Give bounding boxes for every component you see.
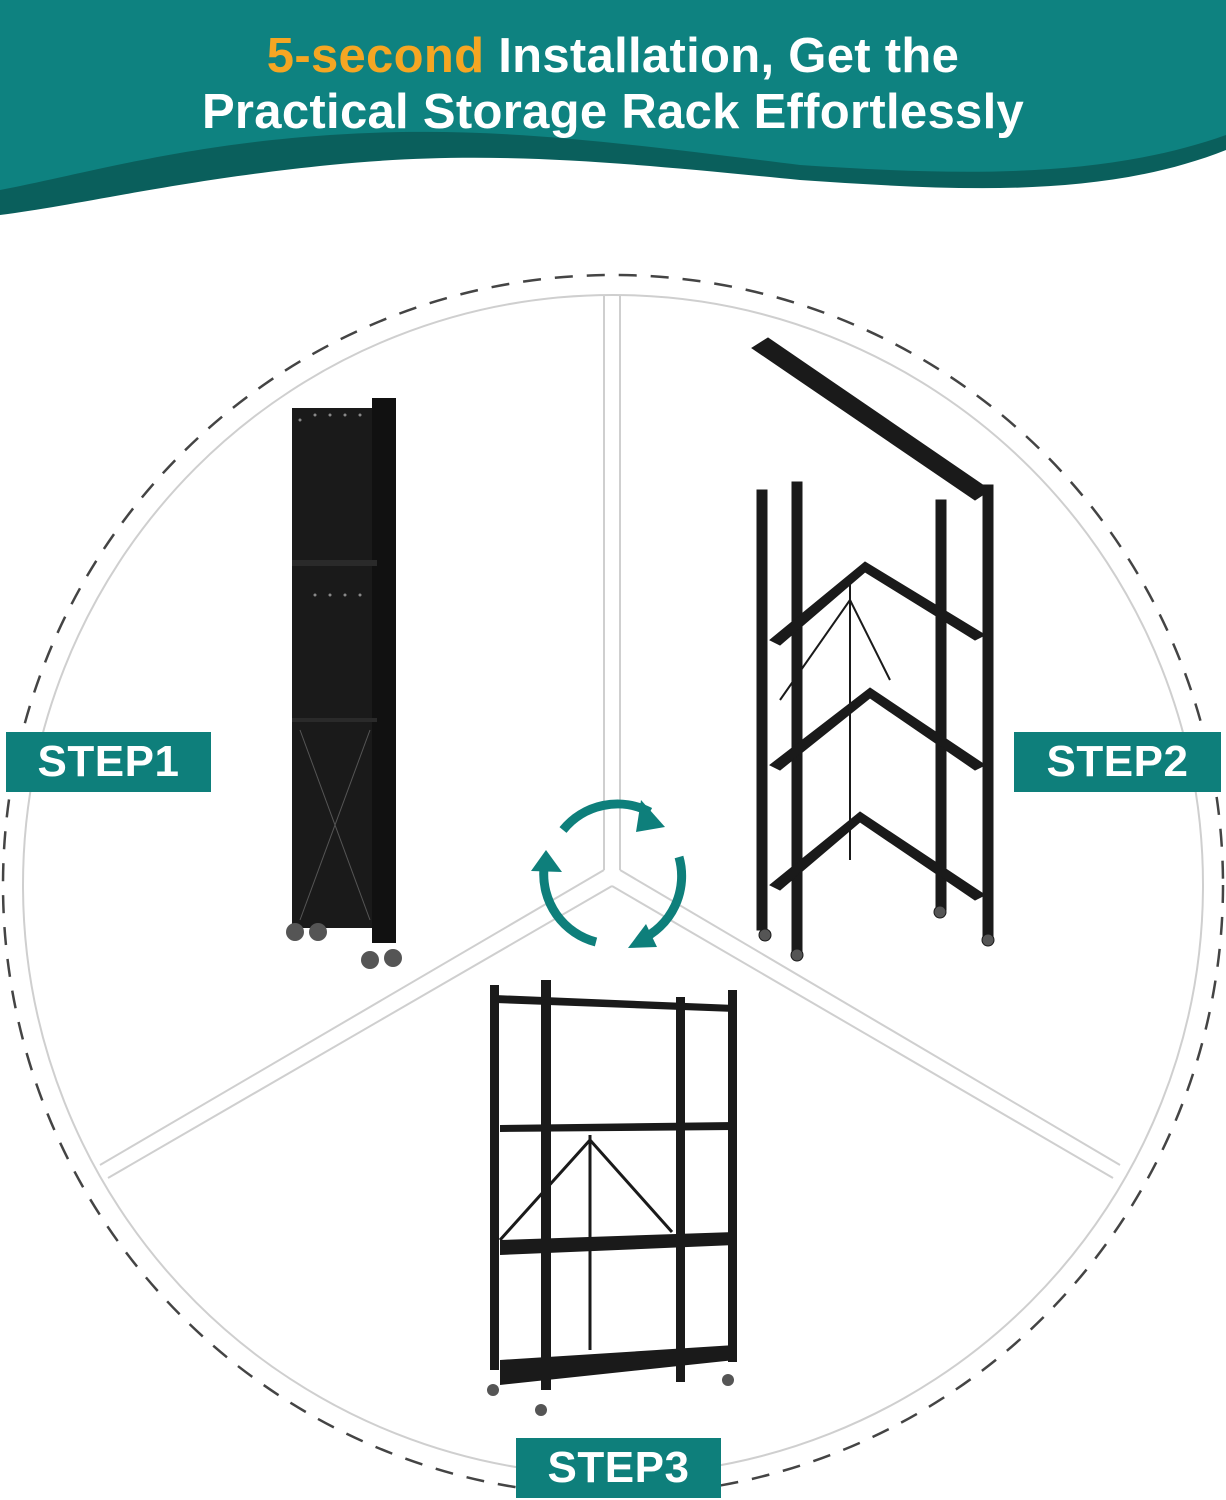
assembled-rack-image [487,980,737,1416]
dashed-outer-circle [1,273,1225,1497]
title-accent: 5-second [266,29,485,83]
folded-rack-image [286,398,402,969]
step3-badge: STEP3 [516,1438,721,1498]
step2-badge: STEP2 [1014,732,1221,792]
step1-badge: STEP1 [6,732,211,792]
header-banner: 5-second Installation, Get the Practical… [0,0,1226,230]
sector-dividers [99,296,1121,1179]
inner-circle [22,294,1204,1476]
unfolding-rack-image [751,337,995,962]
page-title: 5-second Installation, Get the Practical… [0,28,1226,140]
title-line2: Practical Storage Rack Effortlessly [201,85,1025,139]
wave-background [0,0,1226,215]
title-line1: Installation, Get the [484,29,960,83]
